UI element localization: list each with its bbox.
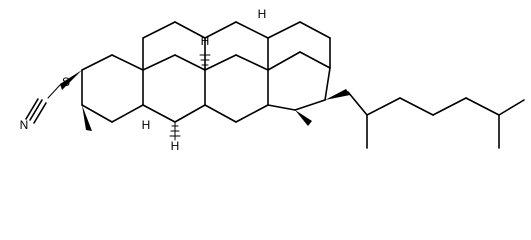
methyl-c2 [82,105,92,131]
hydrogen-label-c9: H [258,7,267,21]
skeletal-formula: S N H H H H [20,7,525,153]
atom-labels: S N H H H H [20,7,267,153]
ring-c [204,54,269,123]
methyl-c13 [295,110,312,126]
ring-d [267,51,331,111]
ring-a-upper-fused [142,21,206,71]
hydrogen-label-c14: H [142,118,151,132]
thiocyanate-group [25,70,82,124]
ring-b [142,54,206,123]
ring-c-upper-fused [204,21,331,71]
nitrogen-label: N [20,118,29,132]
sulfur-label: S [62,75,70,89]
hydrogen-label-c10: H [171,139,180,153]
stereo-hashes [169,47,211,141]
ring-a [81,54,144,123]
hydrogen-label-c8: H [201,34,210,48]
structure-canvas: S N H H H H [19,7,525,154]
side-chain [325,89,525,149]
